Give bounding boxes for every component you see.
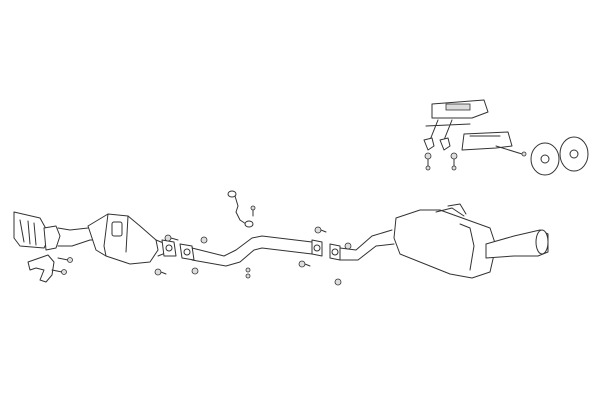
intermediate-pipe bbox=[191, 235, 313, 267]
tail-pipe-inlet bbox=[339, 229, 395, 261]
bolt bbox=[424, 152, 432, 171]
mounting-plate bbox=[461, 131, 527, 157]
flange-gasket bbox=[329, 243, 341, 261]
bolt bbox=[164, 234, 179, 242]
bolt bbox=[314, 226, 327, 234]
catalytic-converter bbox=[87, 213, 169, 265]
bolt bbox=[298, 260, 311, 268]
rubber-mount bbox=[559, 136, 589, 172]
nut bbox=[334, 278, 342, 286]
nut bbox=[344, 242, 352, 250]
flange-gasket bbox=[179, 243, 195, 261]
exhaust-manifold bbox=[13, 211, 61, 251]
bolt bbox=[57, 257, 73, 263]
flange-gasket bbox=[311, 239, 323, 257]
oxygen-sensor bbox=[227, 190, 254, 228]
bolt bbox=[450, 152, 458, 171]
bolt bbox=[154, 268, 167, 276]
heat-shield-bracket bbox=[27, 254, 55, 283]
flange-gasket bbox=[161, 239, 177, 257]
nut bbox=[191, 267, 199, 275]
bolt bbox=[51, 269, 67, 275]
rubber-mount bbox=[530, 142, 560, 176]
bolt bbox=[250, 205, 256, 217]
mounting-bracket bbox=[423, 99, 489, 151]
nut bbox=[245, 267, 251, 279]
rear-muffler bbox=[393, 203, 549, 279]
nut bbox=[200, 236, 208, 244]
